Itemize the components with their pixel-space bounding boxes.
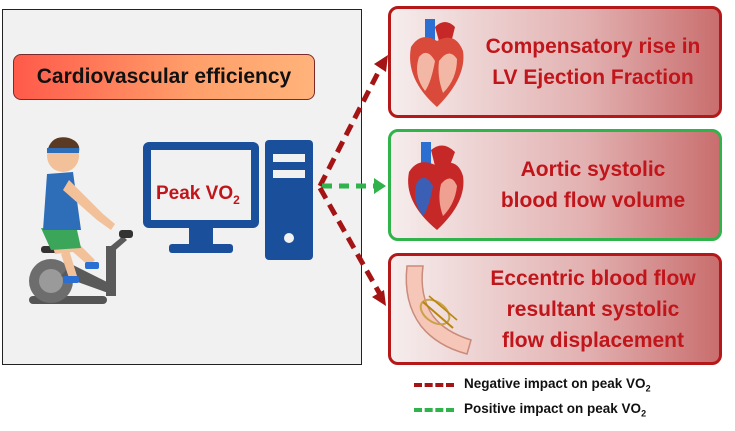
computer-monitor-icon [143, 142, 259, 253]
negative-arrowhead-bottom [372, 290, 386, 306]
positive-arrowhead-middle [374, 178, 386, 194]
legend-positive-swatch [414, 408, 454, 412]
peak-vo2-label: Peak VO2 [156, 183, 240, 207]
legend-negative-swatch [414, 383, 454, 387]
heart-blood-flow-icon [408, 142, 464, 230]
legend-negative-label: Negative impact on peak VO2 [464, 376, 651, 394]
negative-arrowhead-top [374, 55, 388, 72]
negative-arrow-top [317, 61, 386, 188]
heart-cross-section-icon [410, 19, 464, 107]
aortic-valve-flow-icon [405, 265, 472, 355]
legend-negative: Negative impact on peak VO2 [414, 375, 651, 395]
exercise-bike-cyclist-icon [29, 137, 133, 304]
computer-tower-icon [265, 140, 313, 260]
legend-positive-label: Positive impact on peak VO2 [464, 401, 647, 419]
title-box: Cardiovascular efficiency [13, 54, 315, 100]
legend-positive: Positive impact on peak VO2 [414, 400, 646, 420]
left-panel: Cardiovascular efficiency Peak VO2 [2, 9, 362, 365]
negative-arrow-bottom [317, 186, 384, 298]
panel-title: Cardiovascular efficiency [36, 65, 292, 88]
